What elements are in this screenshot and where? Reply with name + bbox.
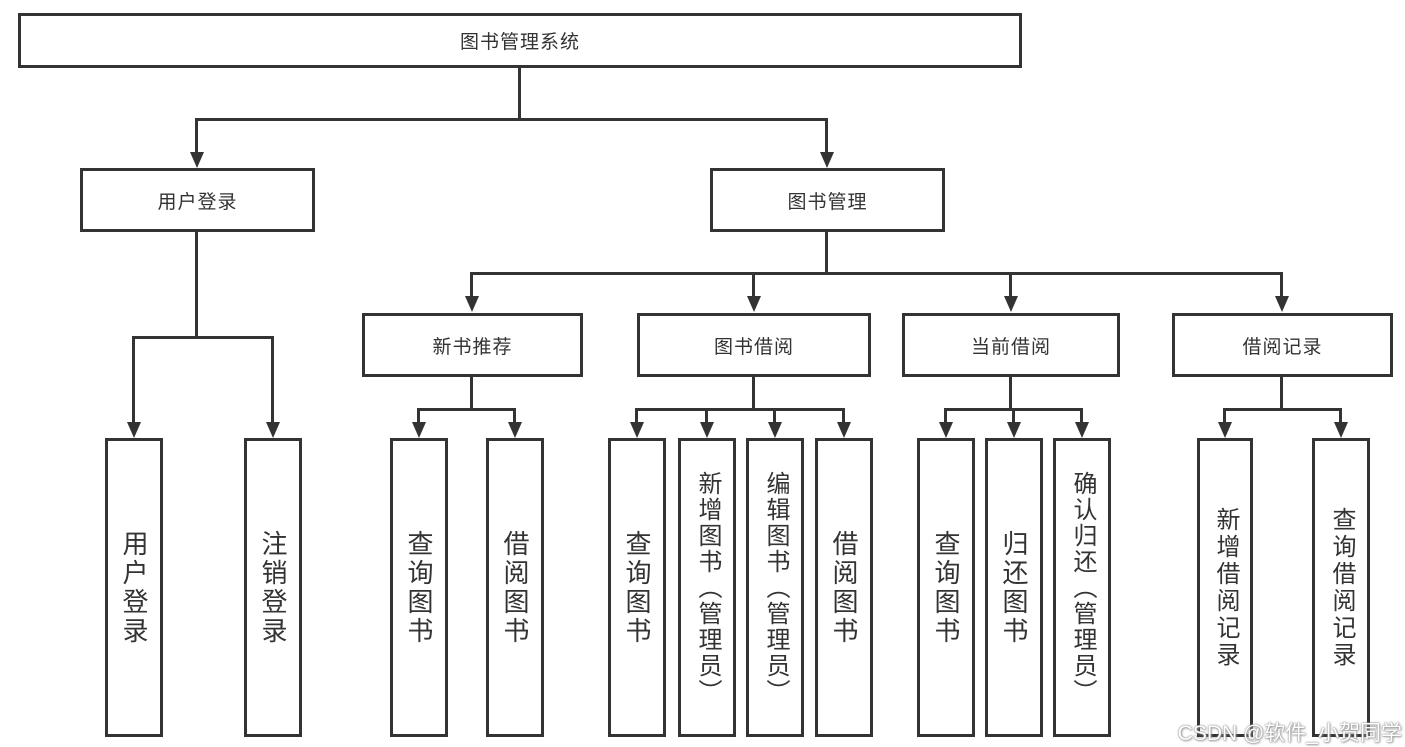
connector-book-mgmt-stem: [825, 232, 828, 275]
connector-line: [1009, 377, 1012, 411]
leaf-add-book-admin: 新增图书（管理员）: [678, 438, 736, 737]
leaf-user-login: 用户登录: [105, 438, 163, 737]
connector-line: [1223, 408, 1226, 426]
connector-line: [1280, 377, 1283, 411]
connector-line: [1009, 272, 1012, 300]
leaf-edit-book-admin: 编辑图书（管理员）: [746, 438, 804, 737]
arrowhead-down: [1275, 296, 1289, 312]
connector-line: [470, 272, 473, 300]
arrowhead-down: [939, 422, 953, 438]
connector-line: [752, 377, 755, 411]
arrowhead-down: [127, 422, 141, 438]
node-new-book-recommend: 新书推荐: [362, 313, 583, 377]
connector-rail: [1223, 408, 1342, 411]
leaf-query-books-borrowing: 查询图书: [608, 438, 666, 737]
arrowhead-down: [630, 422, 644, 438]
node-borrowing-records: 借阅记录: [1172, 313, 1393, 377]
leaf-query-books-current: 查询图书: [917, 438, 975, 737]
connector-root-stem: [518, 68, 521, 120]
connector-line: [513, 408, 516, 426]
arrowhead-down: [1218, 422, 1232, 438]
watermark-text: CSDN @软件_小贺同学: [1177, 722, 1402, 745]
node-book-borrowing: 图书借阅: [637, 313, 871, 377]
connector-line: [944, 408, 947, 426]
arrowhead-down: [266, 422, 280, 438]
arrowhead-down: [747, 296, 761, 312]
connector-line: [417, 408, 420, 426]
arrowhead-down: [1075, 422, 1089, 438]
node-book-management: 图书管理: [710, 168, 945, 232]
connector-level3-rail: [470, 272, 1283, 275]
arrowhead-down: [768, 422, 782, 438]
leaf-return-books: 归还图书: [985, 438, 1043, 737]
connector-user-login-rail: [132, 336, 274, 339]
arrowhead-down: [1334, 422, 1348, 438]
connector-user-login-stem: [195, 232, 198, 339]
arrowhead-down: [412, 422, 426, 438]
connector-line: [470, 377, 473, 411]
connector-line: [1080, 408, 1083, 426]
leaf-borrow-books-borrowing: 借阅图书: [815, 438, 873, 737]
connector-rail: [635, 408, 845, 411]
arrowhead-down: [820, 152, 834, 168]
leaf-query-books-recommend: 查询图书: [390, 438, 448, 737]
arrowhead-down: [1007, 422, 1021, 438]
connector-line: [1280, 272, 1283, 300]
connector-line: [842, 408, 845, 426]
connector-line: [705, 408, 708, 426]
arrowhead-down: [700, 422, 714, 438]
node-current-borrowing: 当前借阅: [902, 313, 1120, 377]
connector-line: [271, 336, 274, 426]
connector-line: [195, 118, 198, 156]
node-root-system: 图书管理系统: [18, 13, 1022, 68]
leaf-logout: 注销登录: [244, 438, 302, 737]
leaf-query-borrow-record: 查询借阅记录: [1312, 438, 1370, 737]
arrowhead-down: [1004, 296, 1018, 312]
node-user-login: 用户登录: [80, 168, 315, 232]
connector-rail: [417, 408, 516, 411]
connector-line: [773, 408, 776, 426]
connector-line: [825, 118, 828, 156]
connector-line: [1339, 408, 1342, 426]
arrowhead-down: [508, 422, 522, 438]
connector-line: [752, 272, 755, 300]
arrowhead-down: [190, 152, 204, 168]
connector-line: [132, 336, 135, 426]
leaf-confirm-return-admin: 确认归还（管理员）: [1053, 438, 1111, 737]
leaf-borrow-books-recommend: 借阅图书: [486, 438, 544, 737]
connector-level2-rail: [195, 118, 828, 121]
connector-line: [1012, 408, 1015, 426]
arrowhead-down: [465, 296, 479, 312]
arrowhead-down: [837, 422, 851, 438]
leaf-add-borrow-record: 新增借阅记录: [1197, 438, 1253, 737]
connector-line: [635, 408, 638, 426]
